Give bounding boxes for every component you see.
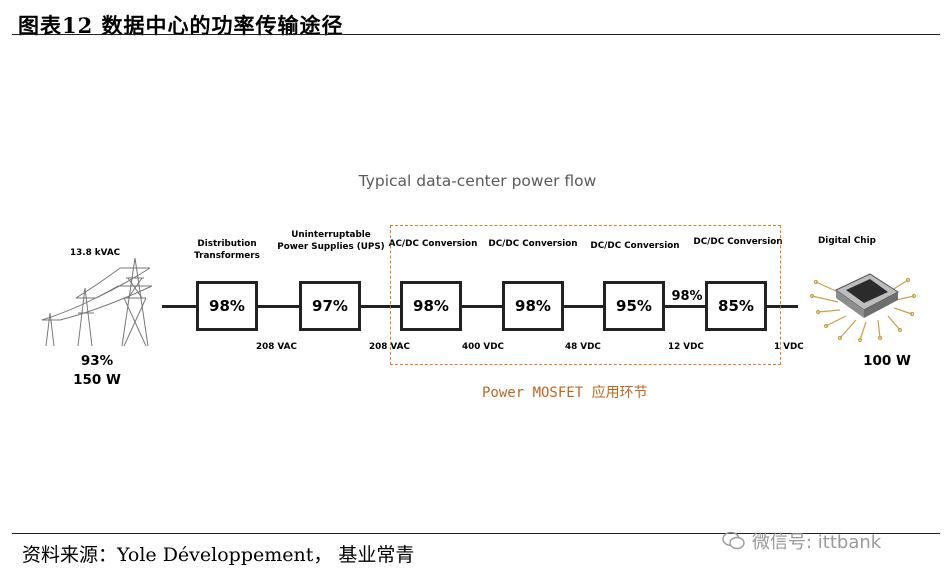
source-note: 资料来源：Yole Développement， 基业常青 bbox=[22, 544, 415, 566]
input-voltage: 13.8 kVAC bbox=[70, 248, 121, 258]
footer-rule bbox=[12, 533, 940, 534]
voltage-label: 1 VDC bbox=[774, 342, 804, 352]
stage-label-dc-dc-conversion: DC/DC Conversion bbox=[590, 241, 680, 251]
stage-efficiency-value: 98% bbox=[413, 297, 449, 315]
stage-label-distribution-transformers: Distribution Transformers bbox=[194, 239, 260, 261]
stage-label-dc-dc-conversion: DC/DC Conversion bbox=[488, 239, 578, 249]
diagram-title: Typical data-center power flow bbox=[358, 172, 597, 190]
stage-label-ups: Uninterruptable Power Supplies (UPS) bbox=[277, 230, 385, 252]
mosfet-highlight-box bbox=[390, 225, 781, 365]
voltage-label: 208 VAC bbox=[256, 342, 297, 352]
voltage-label: 12 VDC bbox=[668, 342, 704, 352]
wechat-icon bbox=[722, 531, 745, 550]
mosfet-highlight-label: Power MOSFET 应用环节 bbox=[482, 385, 648, 401]
stage-efficiency-value: 97% bbox=[312, 297, 348, 315]
interstage-efficiency: 98% bbox=[671, 289, 703, 304]
stage-efficiency-value: 85% bbox=[718, 297, 754, 315]
voltage-label: 208 VAC bbox=[369, 342, 410, 352]
voltage-label: 48 VDC bbox=[565, 342, 601, 352]
stage-label-ac-dc-conversion: AC/DC Conversion bbox=[388, 239, 478, 249]
output-power: 100 W bbox=[863, 353, 911, 369]
figure-header: 图表12 数据中心的功率传输途径 bbox=[12, 6, 940, 38]
stage-efficiency-box: 98% bbox=[196, 281, 258, 331]
figure-title: 图表12 数据中心的功率传输途径 bbox=[18, 13, 344, 38]
stage-label-dc-dc-conversion: DC/DC Conversion bbox=[693, 237, 783, 247]
watermark-text: 微信号: ittbank bbox=[752, 532, 882, 553]
stage-efficiency-box: 98% bbox=[400, 281, 462, 331]
stage-efficiency-box: 97% bbox=[299, 281, 361, 331]
input-efficiency: 93% bbox=[80, 353, 114, 369]
stage-efficiency-box: 85% bbox=[705, 281, 767, 331]
power-bus bbox=[162, 305, 798, 308]
header-rule bbox=[12, 34, 940, 35]
stage-efficiency-box: 95% bbox=[603, 281, 665, 331]
digital-chip-icon bbox=[809, 273, 917, 343]
stage-efficiency-value: 98% bbox=[515, 297, 551, 315]
input-power: 150 W bbox=[73, 372, 121, 388]
wechat-watermark: 微信号: ittbank bbox=[722, 528, 881, 554]
transmission-tower-icon bbox=[41, 258, 153, 347]
stage-efficiency-value: 98% bbox=[209, 297, 245, 315]
stage-efficiency-value: 95% bbox=[616, 297, 652, 315]
chip-label: Digital Chip bbox=[818, 236, 876, 246]
stage-efficiency-box: 98% bbox=[502, 281, 564, 331]
voltage-label: 400 VDC bbox=[462, 342, 504, 352]
